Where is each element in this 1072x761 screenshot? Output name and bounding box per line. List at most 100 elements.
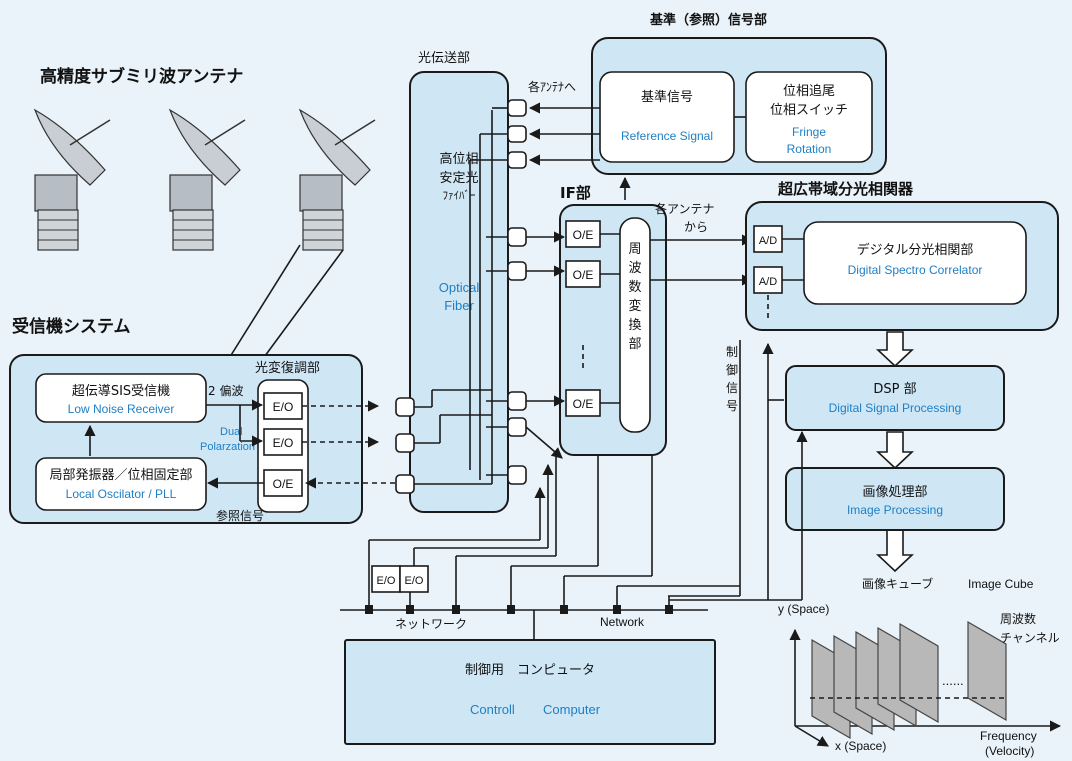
lo-jp-label: 局部発振器／位相固定部 — [49, 468, 192, 483]
fiber-en-1: Optical — [439, 280, 480, 295]
cube-en-label: Image Cube — [968, 577, 1034, 591]
optical-mod-label: 光変復調部 — [255, 360, 320, 376]
dual-label: Dual — [220, 426, 243, 438]
svg-text:周: 周 — [628, 242, 641, 257]
svg-text:波: 波 — [628, 261, 641, 276]
eo-label: E/O — [377, 575, 396, 587]
y-axis-label: y (Space) — [778, 602, 829, 616]
network-en-label: Network — [600, 615, 645, 629]
x-axis-label: x (Space) — [835, 739, 886, 753]
fiber-connector — [507, 227, 527, 247]
to-each-antenna-label: 各ｱﾝﾃﾅへ — [528, 79, 576, 94]
eo-label: E/O — [405, 575, 424, 587]
channel-2: チャンネル — [1000, 631, 1060, 645]
svg-text:号: 号 — [726, 399, 738, 413]
sis-en-label: Low Noise Receiver — [68, 402, 175, 416]
freq-axis-1: Frequency — [980, 729, 1037, 743]
fiber-connector — [507, 125, 527, 143]
dsc-jp-label: デジタル分光相関部 — [857, 242, 974, 258]
fiber-connector — [507, 99, 527, 117]
network-jp-label: ネットワーク — [395, 617, 467, 631]
network-node — [365, 605, 673, 614]
freq-converter-box — [619, 217, 651, 433]
cube-jp-label: 画像キューブ — [862, 576, 933, 591]
dsc-en-label: Digital Spectro Correlator — [848, 263, 983, 277]
polarzation-label: Polarzation — [200, 441, 255, 453]
fiber-connector — [507, 391, 527, 411]
oe-label: O/E — [273, 477, 294, 491]
oe-box-if-3 — [565, 389, 601, 417]
fat-arrow — [875, 331, 915, 368]
two-pol-label: 2 偏波 — [208, 383, 243, 398]
svg-text:数: 数 — [628, 280, 641, 295]
lo-en-label: Local Oscilator / PLL — [66, 487, 177, 501]
oe-label: O/E — [573, 228, 594, 242]
svg-text:部: 部 — [628, 337, 641, 352]
antenna-icon — [298, 108, 376, 251]
fiber-connector — [395, 474, 415, 494]
fiber-jp-1: 高位相 — [439, 151, 478, 167]
control-computer-panel — [344, 639, 716, 745]
eo-label: E/O — [273, 400, 294, 414]
sis-jp-label: 超伝導SIS受信機 — [72, 384, 170, 399]
svg-text:制: 制 — [726, 345, 738, 359]
svg-text:御: 御 — [726, 362, 738, 377]
image-cube — [789, 620, 1062, 747]
eo-box-net-1 — [371, 565, 401, 593]
correlator-title: 超広帯域分光相関器 — [777, 180, 914, 198]
antenna-title: 高精度サブミリ波アンテナ — [40, 66, 243, 87]
fringe-jp-1: 位相追尾 — [783, 83, 835, 99]
fiber-en-2: Fiber — [444, 298, 474, 313]
freq-conv-label: 周 波 数 変 換 部 — [628, 242, 641, 352]
computer-en-2: Computer — [543, 702, 601, 717]
oe-box-rx — [263, 469, 303, 497]
fat-arrow — [875, 529, 915, 573]
eo-box-2 — [263, 428, 303, 456]
fiber-connector — [395, 397, 415, 417]
fiber-connector — [507, 417, 527, 437]
computer-jp-label: 制御用 コンピュータ — [465, 663, 595, 678]
eo-box-net-2 — [399, 565, 429, 593]
channel-1: 周波数 — [1000, 611, 1036, 626]
fringe-en-1: Fringe — [792, 125, 826, 139]
lo-pll-box — [35, 457, 207, 511]
reference-signal-box — [599, 71, 735, 163]
svg-text:換: 換 — [628, 318, 641, 333]
digital-spectro-box — [803, 221, 1027, 305]
ref-en-label: Reference Signal — [621, 129, 713, 143]
cube-dots: ...... — [942, 673, 964, 688]
ref-signal-small-label: 参照信号 — [216, 508, 264, 523]
from-each-1: 各アンテナ — [655, 201, 715, 216]
from-each-2: から — [684, 220, 708, 234]
fat-arrow — [875, 431, 915, 470]
sis-receiver-box — [35, 373, 207, 423]
reference-title: 基準（参照）信号部 — [649, 12, 767, 28]
fiber-connector — [507, 465, 527, 485]
dsp-panel — [785, 365, 1005, 431]
svg-text:信: 信 — [726, 381, 738, 395]
dsp-jp-label: DSP 部 — [873, 382, 916, 397]
fiber-connector — [395, 433, 415, 453]
control-signal-label: 制 御 信 号 — [726, 345, 738, 413]
fringe-jp-2: 位相スイッチ — [770, 103, 848, 118]
fiber-jp-2: 安定光 — [439, 171, 478, 186]
svg-text:変: 変 — [628, 298, 641, 314]
fiber-jp-3: ﾌｧｲﾊﾞｰ — [443, 189, 476, 202]
freq-axis-2: (Velocity) — [985, 744, 1034, 758]
image-processing-panel — [785, 467, 1005, 531]
ad-label: A/D — [759, 235, 777, 247]
oe-label: O/E — [573, 268, 594, 282]
receiver-system-title: 受信機システム — [12, 316, 131, 337]
ref-jp-label: 基準信号 — [641, 89, 693, 105]
eo-label: E/O — [273, 436, 294, 450]
fiber-connector — [507, 151, 527, 169]
fiber-connector — [507, 261, 527, 281]
computer-en-1: Controll — [470, 702, 515, 717]
img-en-label: Image Processing — [847, 503, 943, 517]
oe-label: O/E — [573, 397, 594, 411]
ad-label: A/D — [759, 276, 777, 288]
optical-fiber-panel — [409, 71, 509, 513]
dsp-en-label: Digital Signal Processing — [829, 401, 962, 415]
fringe-en-2: Rotation — [787, 142, 832, 156]
